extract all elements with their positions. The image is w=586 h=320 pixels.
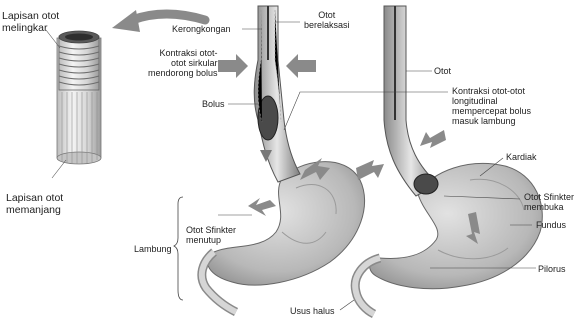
label-kardiak: Kardiak [506, 152, 537, 162]
label-pilorus: Pilorus [538, 264, 566, 274]
label-lapisan-memanjang: Lapisan otot memanjang [6, 192, 63, 216]
label-lapisan-melingkar: Lapisan otot melingkar [2, 10, 59, 34]
label-sfinkter-menutup: Otot Sfinkter menutup [186, 225, 236, 245]
label-otot: Otot [434, 66, 451, 76]
label-otot-berelaksasi: Otot berelaksasi [304, 10, 350, 30]
label-lambung: Lambung [134, 244, 172, 254]
muscle-cylinder [46, 30, 101, 178]
label-fundus: Fundus [536, 220, 566, 230]
label-kerongkongan: Kerongkongan [172, 24, 231, 34]
label-kontraksi-sirkular: Kontraksi otot- otot sirkular mendorong … [148, 48, 218, 78]
label-kontraksi-longitudinal: Kontraksi otot-otot longitudinal memperc… [452, 86, 531, 126]
lambung-brace [174, 197, 183, 300]
label-bolus: Bolus [202, 99, 225, 109]
label-usus-halus: Usus halus [290, 306, 335, 316]
label-sfinkter-membuka: Otot Sfinkter membuka [524, 192, 574, 212]
stomach-left [202, 6, 365, 312]
